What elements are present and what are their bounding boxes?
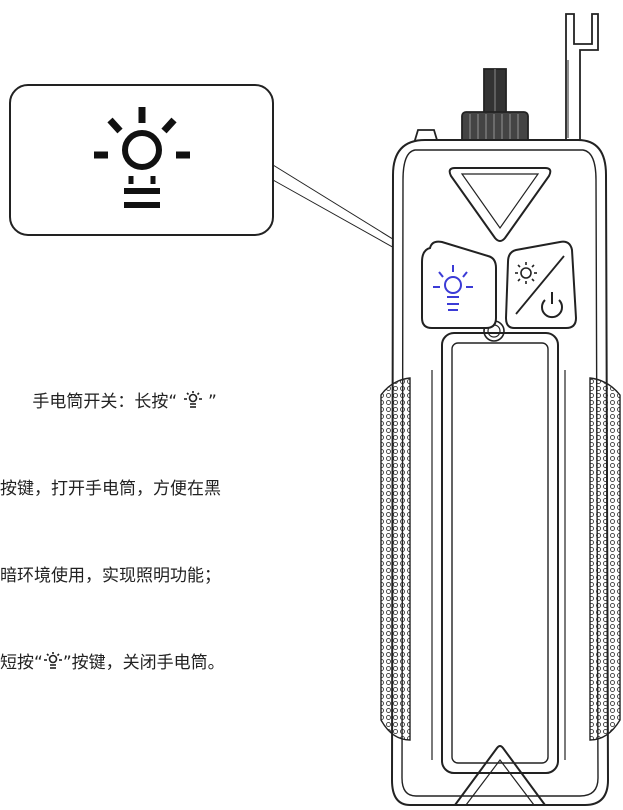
desc-line-3: 暗环境使用，实现照明功能； <box>0 566 221 586</box>
callout-box <box>9 84 431 269</box>
desc-line-1: 手电筒开关：长按“ ” <box>0 391 217 412</box>
desc-line-4: 短按“”按键，关闭手电筒。 <box>0 652 225 673</box>
device-top-hardware <box>410 13 599 151</box>
desc-line-2: 按键，打开手电筒，方便在黑 <box>0 479 221 499</box>
inline-bulb-icon <box>43 652 62 669</box>
flashlight-description: 手电筒开关：长按“ ” 按键，打开手电筒，方便在黑 暗环境使用，实现照明功能； … <box>0 330 310 707</box>
callout-bulb-icon <box>94 107 190 208</box>
brightness-power-button[interactable] <box>504 240 578 329</box>
side-grips <box>380 377 621 741</box>
brightness-power-icon <box>515 255 565 319</box>
flashlight-button[interactable] <box>421 240 497 329</box>
inline-bulb-icon <box>183 391 202 408</box>
device-body <box>390 139 610 806</box>
flashlight-bulb-icon <box>433 265 473 311</box>
